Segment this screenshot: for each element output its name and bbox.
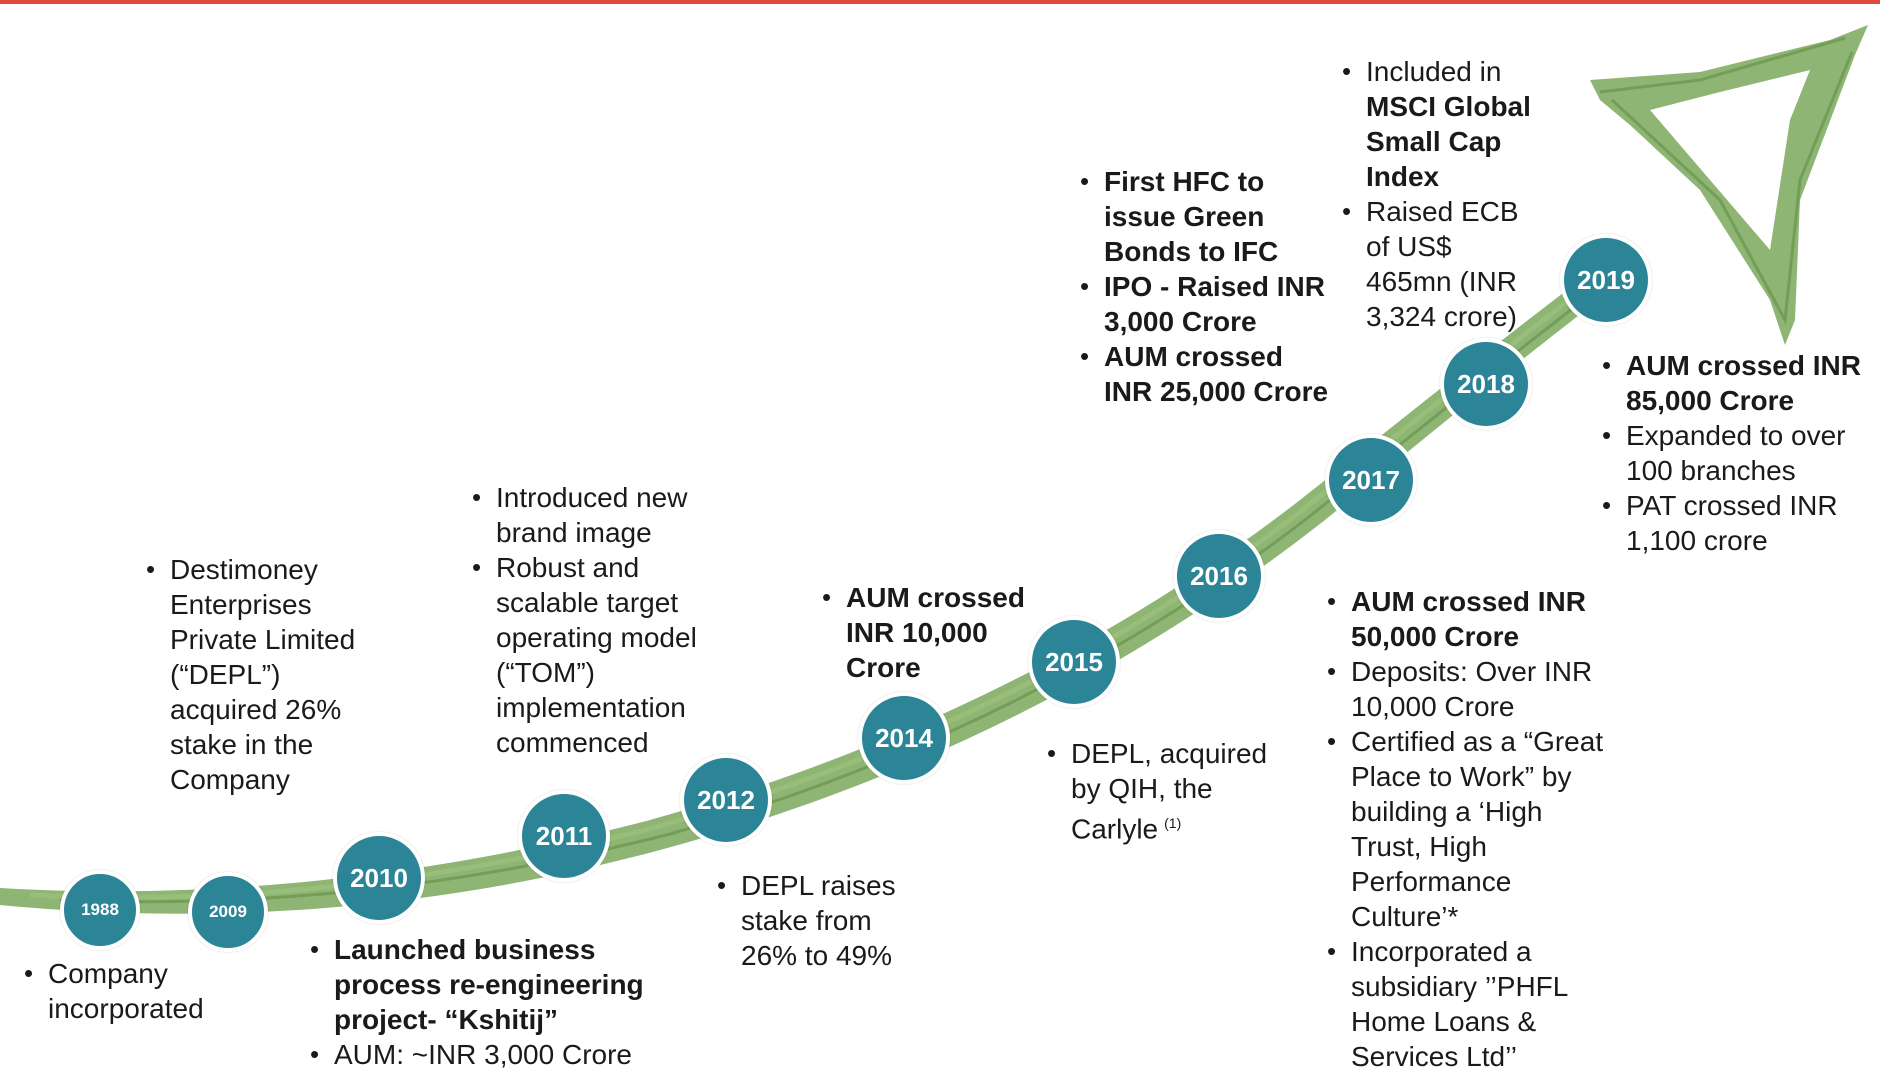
event-2010: Launched business process re-engineering… <box>308 932 688 1072</box>
event-2019-bullet-2: Expanded to over 100 branches <box>1600 418 1880 488</box>
year-node-2009: 2009 <box>188 872 268 952</box>
footnote-ref: (1) <box>1164 815 1182 831</box>
top-accent-line <box>0 0 1880 4</box>
event-2019-bullet-3: PAT crossed INR 1,100 crore <box>1600 488 1880 558</box>
event-2014-bullet: AUM crossed INR 10,000 Crore <box>820 580 1055 685</box>
event-2011-bullet-2: Robust and scalable target operating mod… <box>470 550 720 760</box>
year-node-2018: 2018 <box>1440 338 1532 430</box>
event-2015-bullet: DEPL, acquired by QIH, the Carlyle(1) <box>1045 736 1295 846</box>
year-node-2017: 2017 <box>1325 434 1417 526</box>
event-2019: AUM crossed INR 85,000 Crore Expanded to… <box>1600 348 1880 558</box>
event-2016-bullet-3: AUM crossed INR 25,000 Crore <box>1078 339 1338 409</box>
year-node-2010: 2010 <box>333 832 425 924</box>
event-2017-bullet-3: Certified as a “Great Place to Work” by … <box>1325 724 1615 934</box>
year-node-1988: 1988 <box>60 870 140 950</box>
event-2014: AUM crossed INR 10,000 Crore <box>820 580 1055 685</box>
event-2018-bullet-2: Raised ECB of US$ 465mn (INR 3,324 crore… <box>1340 194 1540 334</box>
event-2011: Introduced new brand image Robust and sc… <box>470 480 720 760</box>
event-2015: DEPL, acquired by QIH, the Carlyle(1) <box>1045 736 1295 846</box>
event-2017-bullet-2: Deposits: Over INR 10,000 Crore <box>1325 654 1615 724</box>
swoosh-band <box>0 250 1640 914</box>
event-2017-bullet-1: AUM crossed INR 50,000 Crore <box>1325 584 1615 654</box>
event-2009-bullet: Destimoney Enterprises Private Limited (… <box>144 552 364 797</box>
swoosh-check <box>1590 25 1868 345</box>
event-1988: Company incorporated <box>22 956 222 1026</box>
event-1988-bullet: Company incorporated <box>22 956 222 1026</box>
swoosh-check-stroke <box>1599 36 1854 325</box>
year-node-2016: 2016 <box>1173 530 1265 622</box>
year-node-2011: 2011 <box>518 790 610 882</box>
event-2017-bullet-4: Incorporated a subsidiary ’’PHFL Home Lo… <box>1325 934 1615 1074</box>
event-2016-bullet-2: IPO - Raised INR 3,000 Crore <box>1078 269 1338 339</box>
event-2010-bullet-2: AUM: ~INR 3,000 Crore <box>308 1037 688 1072</box>
event-2012: DEPL raises stake from 26% to 49% <box>715 868 935 973</box>
event-2017: AUM crossed INR 50,000 Crore Deposits: O… <box>1325 584 1615 1074</box>
event-2019-bullet-1: AUM crossed INR 85,000 Crore <box>1600 348 1880 418</box>
year-node-2019: 2019 <box>1560 234 1652 326</box>
event-2016: First HFC to issue Green Bonds to IFC IP… <box>1078 164 1338 409</box>
year-node-2012: 2012 <box>680 754 772 846</box>
event-2010-bullet-1: Launched business process re-engineering… <box>308 932 688 1037</box>
event-2012-bullet: DEPL raises stake from 26% to 49% <box>715 868 935 973</box>
event-2009: Destimoney Enterprises Private Limited (… <box>144 552 364 797</box>
event-2016-bullet-1: First HFC to issue Green Bonds to IFC <box>1078 164 1338 269</box>
year-node-2014: 2014 <box>858 692 950 784</box>
event-2011-bullet-1: Introduced new brand image <box>470 480 720 550</box>
